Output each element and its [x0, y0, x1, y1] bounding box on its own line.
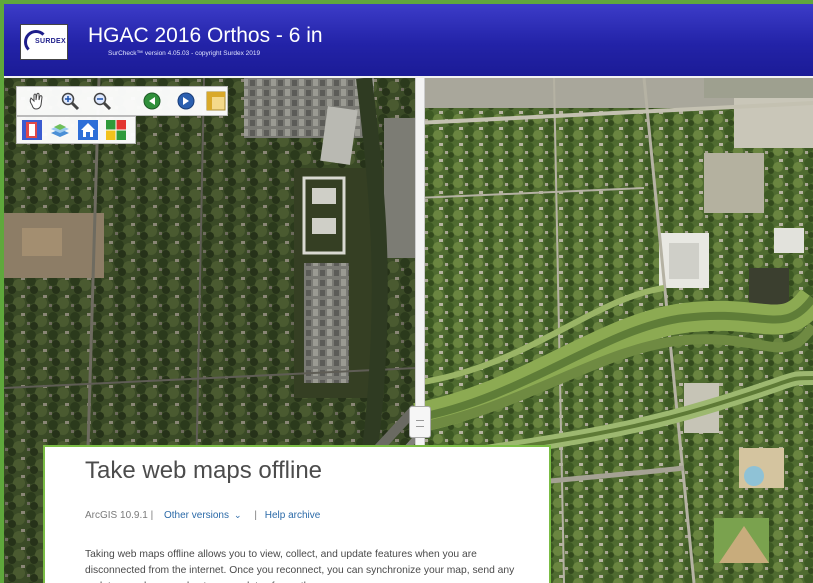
home-icon[interactable] — [77, 119, 99, 141]
zoom-in-icon[interactable] — [59, 90, 81, 112]
map-view[interactable] — [4, 78, 813, 583]
chevron-down-icon: ⌄ — [234, 510, 242, 520]
version-label: ArcGIS 10.9.1 | — [85, 510, 154, 521]
help-article-panel: Take web maps offline ArcGIS 10.9.1 | Ot… — [43, 445, 551, 583]
aerial-imagery — [4, 78, 813, 583]
layers-icon[interactable] — [21, 119, 43, 141]
grid-icon[interactable] — [105, 119, 127, 141]
forward-arrow-icon[interactable] — [175, 90, 197, 112]
map-toolbar-secondary — [16, 116, 136, 144]
app-banner: SURDEX HGAC 2016 Orthos - 6 in SurCheck™… — [4, 4, 813, 78]
zoom-out-icon[interactable] — [91, 90, 113, 112]
surdex-logo: SURDEX — [20, 24, 68, 60]
back-arrow-icon[interactable] — [141, 90, 163, 112]
pan-hand-icon[interactable] — [25, 90, 47, 112]
app-subtitle: SurCheck™ version 4.05.03 - copyright Su… — [108, 50, 261, 57]
article-body: Taking web maps offline allows you to vi… — [85, 549, 515, 583]
map-toolbar — [16, 86, 228, 116]
swipe-handle[interactable] — [409, 406, 431, 438]
swipe-tool-icon[interactable] — [205, 90, 227, 112]
app-frame: SURDEX HGAC 2016 Orthos - 6 in SurCheck™… — [4, 4, 813, 583]
other-versions-link[interactable]: Other versions⌄ — [163, 510, 242, 521]
version-separator: | — [254, 510, 257, 521]
version-bar: ArcGIS 10.9.1 | Other versions⌄ | Help a… — [85, 510, 320, 521]
swipe-divider[interactable] — [415, 78, 425, 583]
app-title: HGAC 2016 Orthos - 6 in — [88, 24, 323, 47]
help-archive-link[interactable]: Help archive — [264, 510, 321, 521]
article-title: Take web maps offline — [85, 457, 323, 484]
basemap-icon[interactable] — [49, 119, 71, 141]
